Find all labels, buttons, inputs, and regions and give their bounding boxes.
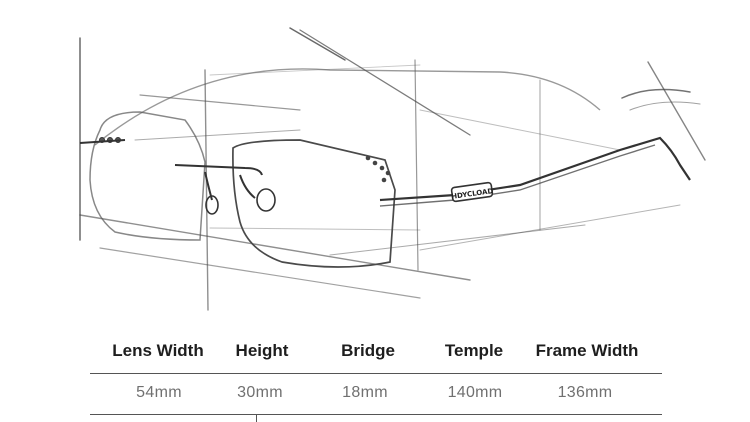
table-bottom-border [90, 414, 662, 415]
header-lens-width: Lens Width [112, 341, 204, 360]
table-column-tick [256, 414, 257, 422]
left-lens-outline [89, 111, 206, 241]
spec-table: Lens Width Height Bridge Temple Frame Wi… [0, 330, 750, 422]
header-frame-width: Frame Width [535, 341, 639, 360]
right-temple-arm [379, 136, 691, 207]
sketch-construction-lines [79, 27, 706, 311]
value-temple: 140mm [447, 384, 503, 401]
left-temple-arm [94, 68, 601, 146]
value-lens-width: 54mm [136, 384, 182, 401]
value-bridge: 18mm [342, 384, 388, 401]
right-lens-outline [232, 139, 396, 268]
table-divider [90, 373, 662, 374]
lens-decoration-stones [365, 155, 391, 183]
glasses-sketch-illustration: HDYCLOAD [79, 27, 706, 311]
header-bridge: Bridge [341, 341, 395, 360]
left-hinge [79, 137, 126, 144]
value-frame-width: 136mm [557, 384, 613, 401]
value-height: 30mm [237, 384, 283, 401]
header-temple: Temple [444, 341, 504, 360]
header-height: Height [235, 341, 289, 360]
nose-bridge [174, 164, 276, 215]
